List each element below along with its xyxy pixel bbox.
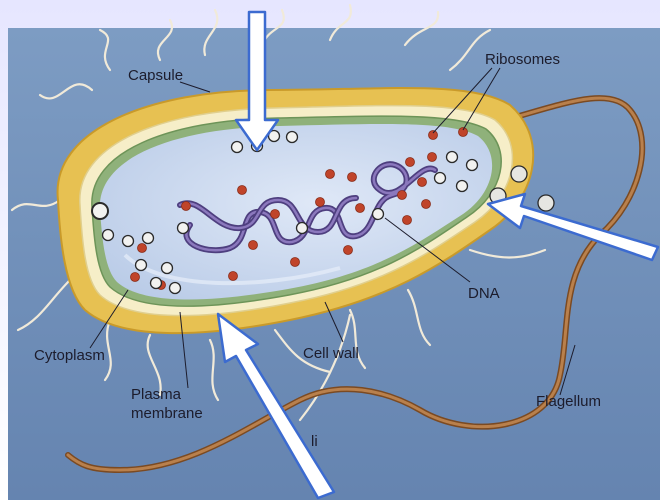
bacterium-diagram [0, 0, 660, 500]
